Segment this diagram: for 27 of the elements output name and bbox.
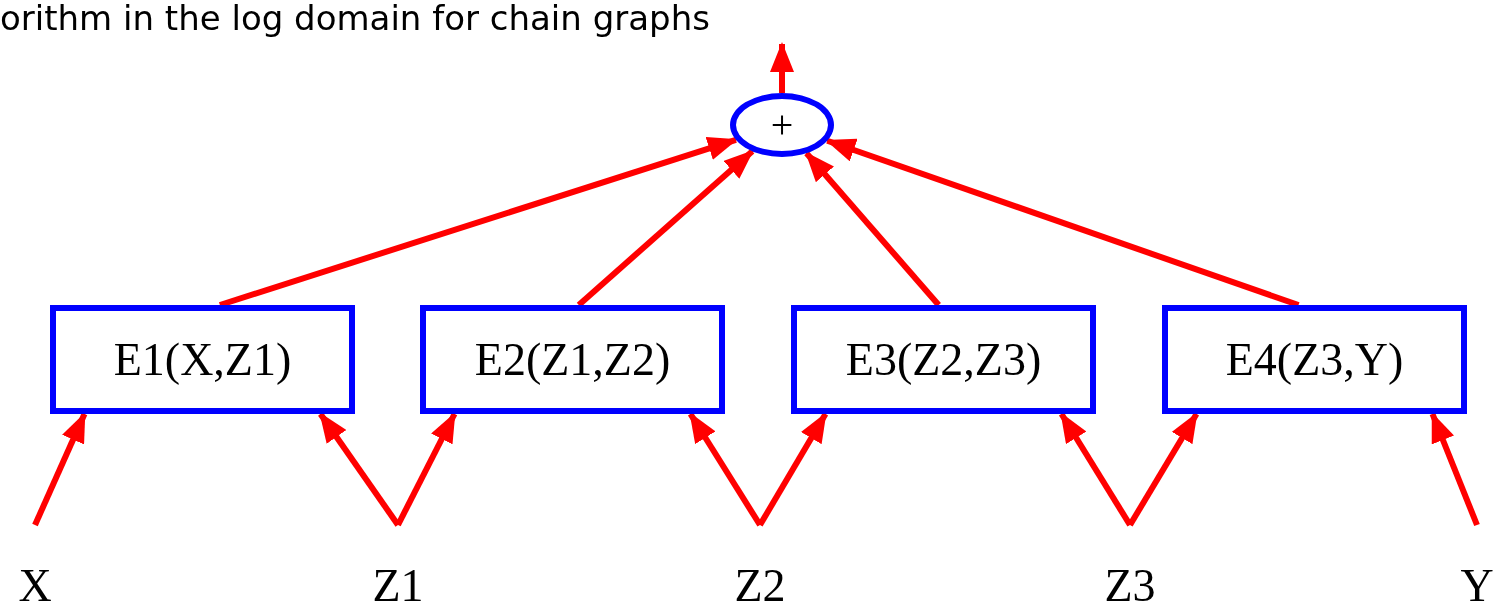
- arrow: [32, 412, 88, 527]
- variable-label: Z2: [734, 563, 786, 609]
- arrow: [825, 137, 1300, 308]
- node-label: +: [770, 105, 794, 145]
- arrow: [1429, 412, 1480, 527]
- variable-label: Y: [1460, 563, 1494, 609]
- variable-label: Z3: [1104, 563, 1156, 609]
- variable-label: Z1: [372, 563, 424, 609]
- arrow: [687, 412, 763, 527]
- sum-ellipse: [730, 93, 834, 157]
- node-label: E2(Z1,Z2): [474, 336, 671, 383]
- arrow: [395, 412, 458, 527]
- title: orithm in the log domain for chain graphs: [0, 0, 710, 38]
- arrow: [218, 136, 738, 308]
- arrow: [576, 149, 755, 308]
- factor-box: [1162, 305, 1467, 414]
- arrow: [1058, 412, 1133, 527]
- factor-box: [50, 305, 355, 414]
- node-label: E1(X,Z1): [113, 336, 292, 383]
- variable-label: X: [18, 563, 52, 609]
- node-label: E4(Z3,Y): [1225, 336, 1404, 383]
- factor-box: [420, 305, 725, 414]
- node-label: E3(Z2,Z3): [845, 336, 1042, 383]
- arrow: [1127, 412, 1200, 527]
- factor-box: [791, 305, 1096, 414]
- arrow: [757, 412, 829, 527]
- arrow: [770, 42, 794, 93]
